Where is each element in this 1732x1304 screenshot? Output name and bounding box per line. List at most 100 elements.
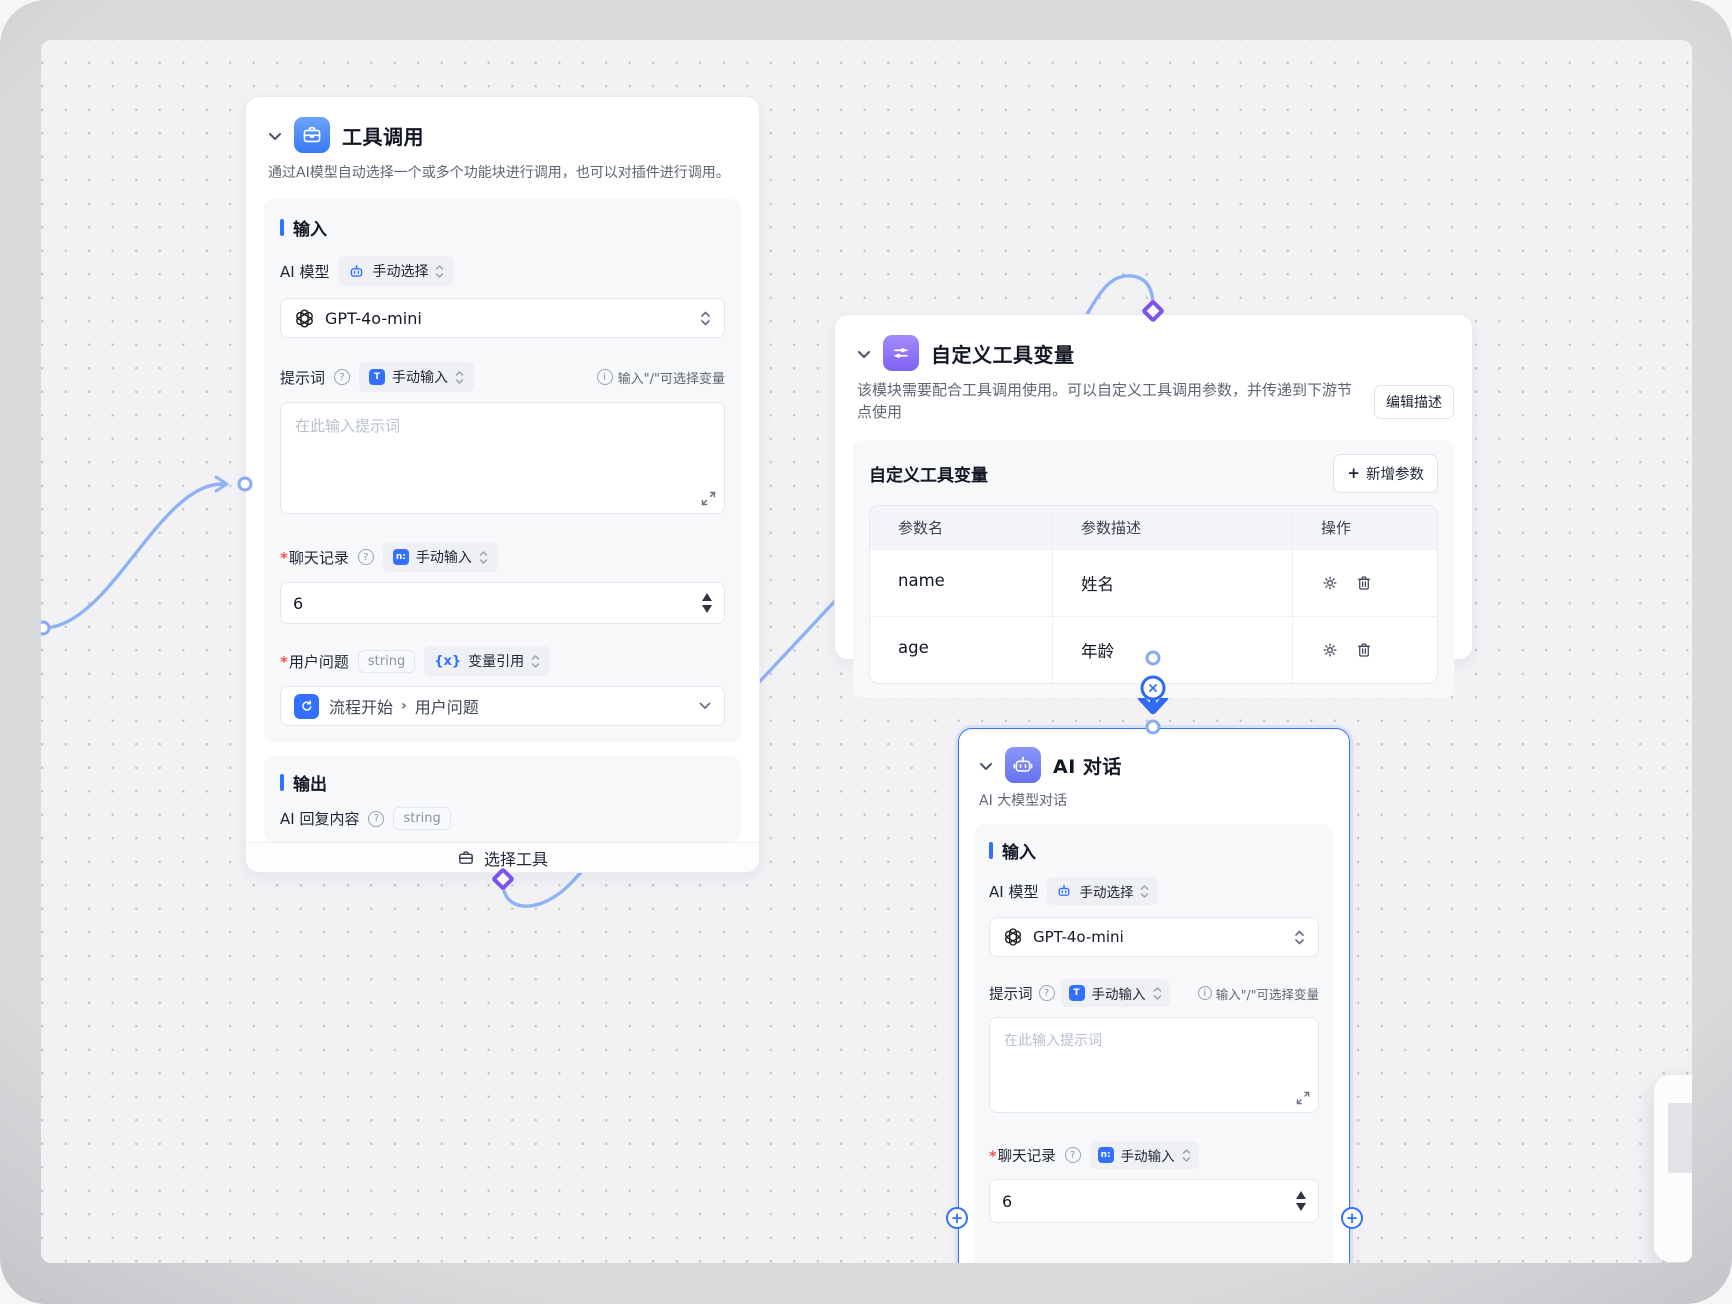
history-mode-badge[interactable]: n: 手动输入 xyxy=(382,542,498,573)
gear-icon xyxy=(1323,642,1337,657)
sliders-icon xyxy=(883,335,919,371)
number-input-icon: n: xyxy=(1097,1147,1114,1163)
chat-history-label: *聊天记录 xyxy=(989,1148,1056,1165)
add-param-button[interactable]: + 新增参数 xyxy=(1333,453,1438,493)
node-ai-chat[interactable]: AI 对话 AI 大模型对话 输入 AI 模型 手动选择 xyxy=(958,728,1350,1263)
help-icon[interactable]: ? xyxy=(357,549,374,566)
history-number-input xyxy=(280,582,725,625)
updown-chevrons-icon xyxy=(436,265,444,278)
ai-model-row: AI 模型 手动选择 xyxy=(989,877,1319,905)
robot-icon xyxy=(351,265,363,277)
briefcase-icon xyxy=(294,117,330,153)
model-mode-badge[interactable]: 手动选择 xyxy=(338,256,455,287)
param-ops xyxy=(1292,549,1437,616)
plus-icon: + xyxy=(1347,464,1360,482)
node-custom-tool-vars[interactable]: 自定义工具变量 该模块需要配合工具调用使用。可以自定义工具调用参数，并传递到下游… xyxy=(834,314,1473,698)
flow-start-icon xyxy=(294,693,319,719)
flow-canvas[interactable]: 工具调用 通过AI模型自动选择一个或多个功能块进行调用，也可以对插件进行调用。 … xyxy=(41,40,1692,1263)
ai-model-label: AI 模型 xyxy=(280,262,330,281)
section-accent-bar xyxy=(280,219,284,237)
param-delete-button[interactable] xyxy=(1355,641,1373,659)
ai-chat-right-add-port[interactable]: + xyxy=(1341,1207,1363,1229)
variable-ref-path: 流程开始 › 用户问题 xyxy=(329,698,479,718)
chevron-right-icon: › xyxy=(401,698,407,715)
prompt-editor-wrap xyxy=(989,1017,1319,1117)
number-stepper[interactable] xyxy=(702,593,712,614)
stepper-up-icon[interactable] xyxy=(1296,1191,1306,1199)
col-header-ops: 操作 xyxy=(1292,505,1437,549)
chat-history-label: *聊天记录 xyxy=(280,548,349,567)
ai-chat-top-port[interactable] xyxy=(1145,719,1161,735)
chevron-down-icon xyxy=(699,702,711,710)
params-table-header: 参数名 参数描述 操作 xyxy=(870,505,1437,549)
node-header: 自定义工具变量 xyxy=(857,335,1450,371)
param-settings-button[interactable] xyxy=(1321,574,1339,592)
expand-icon[interactable] xyxy=(1296,1090,1310,1109)
edge-source-port[interactable] xyxy=(41,620,51,636)
ai-chat-left-add-port[interactable]: + xyxy=(946,1207,968,1229)
robot-icon xyxy=(1059,885,1070,896)
updown-chevrons-icon xyxy=(1153,986,1161,1000)
updown-chevrons-icon xyxy=(531,655,540,668)
info-icon: i xyxy=(1197,986,1212,1000)
stepper-down-icon[interactable] xyxy=(1296,1203,1306,1211)
model-select[interactable]: GPT-4o-mini xyxy=(989,917,1319,957)
prompt-label: 提示词 xyxy=(989,986,1033,1003)
updown-chevrons-icon xyxy=(455,371,464,384)
text-input-icon: T xyxy=(1068,985,1085,1001)
gear-icon xyxy=(1323,575,1337,590)
collapse-chevron-icon[interactable] xyxy=(979,756,993,775)
model-mode-badge[interactable]: 手动选择 xyxy=(1047,877,1159,905)
prompt-mode-badge[interactable]: T 手动输入 xyxy=(1060,979,1170,1007)
table-row: name 姓名 xyxy=(870,548,1437,616)
prompt-mode-badge[interactable]: T 手动输入 xyxy=(359,362,475,393)
help-icon[interactable]: ? xyxy=(368,810,385,827)
node-header: AI 对话 xyxy=(979,747,1329,783)
expand-icon[interactable] xyxy=(701,491,716,510)
edge-incoming[interactable] xyxy=(41,482,224,630)
help-icon[interactable]: ? xyxy=(334,369,351,386)
param-name: age xyxy=(898,637,929,657)
ai-model-row: AI 模型 手动选择 xyxy=(280,256,725,287)
edit-description-button[interactable]: 编辑描述 xyxy=(1374,384,1454,419)
collapse-chevron-icon[interactable] xyxy=(268,126,282,145)
param-settings-button[interactable] xyxy=(1321,641,1339,659)
tool-call-input-port[interactable] xyxy=(237,476,253,492)
type-tag: string xyxy=(357,649,416,673)
number-stepper[interactable] xyxy=(1296,1191,1306,1211)
number-input-icon: n: xyxy=(392,549,409,566)
chat-history-row: *聊天记录 ? n: 手动输入 xyxy=(280,542,725,573)
description-row: 该模块需要配合工具调用使用。可以自定义工具调用参数，并传递到下游节点使用 编辑描… xyxy=(857,380,1454,424)
prompt-label: 提示词 xyxy=(280,368,326,387)
model-select[interactable]: GPT-4o-mini xyxy=(280,298,725,339)
history-number-field[interactable] xyxy=(293,593,702,613)
input-section: 输入 AI 模型 手动选择 GPT-4o-mini xyxy=(264,199,741,743)
help-icon[interactable]: ? xyxy=(1038,985,1055,1001)
updown-chevrons-icon xyxy=(1182,1148,1190,1162)
custom-vars-bottom-port[interactable] xyxy=(1145,650,1161,666)
param-delete-button[interactable] xyxy=(1355,574,1373,592)
slash-variable-hint: i 输入"/"可选择变量 xyxy=(1197,984,1319,1003)
collapse-chevron-icon[interactable] xyxy=(857,344,871,363)
side-mini-panel[interactable] xyxy=(1654,1075,1692,1262)
stepper-up-icon[interactable] xyxy=(702,593,712,602)
history-number-field[interactable] xyxy=(1002,1191,1296,1211)
params-panel: 自定义工具变量 + 新增参数 参数名 参数描述 操作 xyxy=(853,439,1454,698)
slash-variable-hint: i 输入"/"可选择变量 xyxy=(596,368,725,387)
history-mode-badge[interactable]: n: 手动输入 xyxy=(1089,1141,1199,1169)
input-section: 输入 AI 模型 手动选择 GPT-4o-mini xyxy=(975,824,1333,1263)
variable-ref-select[interactable]: 流程开始 › 用户问题 xyxy=(280,686,725,727)
help-icon[interactable]: ? xyxy=(1064,1147,1081,1163)
type-tag: string xyxy=(393,807,451,831)
model-select-value: GPT-4o-mini xyxy=(325,308,422,328)
node-title: 自定义工具变量 xyxy=(931,342,1075,367)
edge-delete-button[interactable]: × xyxy=(1140,675,1166,701)
prompt-textarea[interactable] xyxy=(280,402,725,515)
stepper-down-icon[interactable] xyxy=(702,605,712,614)
robot-icon xyxy=(1005,747,1041,783)
prompt-textarea[interactable] xyxy=(989,1017,1319,1113)
node-tool-call[interactable]: 工具调用 通过AI模型自动选择一个或多个功能块进行调用，也可以对插件进行调用。 … xyxy=(245,96,760,873)
question-mode-badge[interactable]: {x} 变量引用 xyxy=(424,646,551,677)
edge-incoming-arrowhead xyxy=(214,475,229,493)
